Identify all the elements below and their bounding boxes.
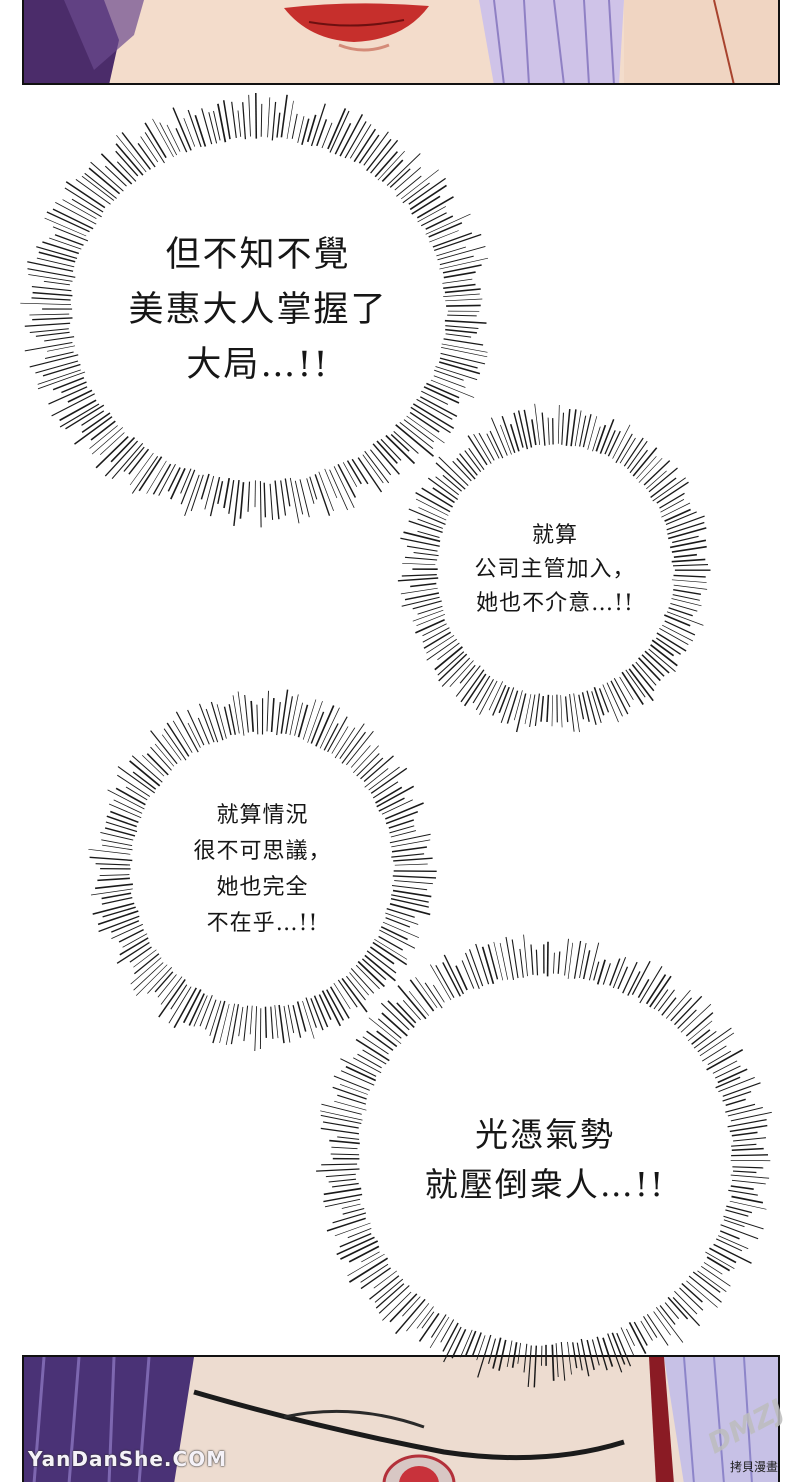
speech-bubble-small-3: 就算情況 很不可思議， 她也完全 不在乎…!! <box>85 685 440 1055</box>
spiky-burst-outline <box>397 403 711 733</box>
bubble-text-3: 就算情況 很不可思議， 她也完全 不在乎…!! <box>85 685 440 1055</box>
spiky-burst-outline <box>316 934 772 1388</box>
speech-bubble-small-2: 就算 公司主管加入， 她也不介意…!! <box>395 400 715 740</box>
spiky-burst-outline <box>20 92 489 528</box>
bubble-line: 她也不介意…!! <box>476 591 634 616</box>
speech-bubble-large-1: 但不知不覺 美惠大人掌握了 大局…!! <box>18 90 498 530</box>
top-comic-panel <box>22 0 780 85</box>
bubble-text-2: 就算 公司主管加入， 她也不介意…!! <box>395 400 715 740</box>
bottom-comic-panel <box>22 1355 780 1482</box>
bubble-line: 美惠大人掌握了 <box>128 289 388 330</box>
bubble-line: 她也完全 <box>216 875 309 900</box>
bubble-line: 就算 <box>531 523 578 548</box>
copy-watermark: 拷貝漫畫 <box>730 1460 779 1474</box>
bubble-line: 就壓倒衆人…!! <box>424 1165 666 1204</box>
spiky-burst-outline <box>88 689 437 1052</box>
bubble-line: 不在乎…!! <box>206 911 319 936</box>
top-panel-art <box>24 0 778 83</box>
bottom-panel-art <box>24 1357 778 1482</box>
bubble-line: 但不知不覺 <box>165 234 351 275</box>
bubble-line: 公司主管加入， <box>474 557 636 582</box>
speech-bubble-large-4: 光憑氣勢 就壓倒衆人…!! <box>310 930 780 1390</box>
bubble-text-4: 光憑氣勢 就壓倒衆人…!! <box>310 930 780 1390</box>
bubble-line: 就算情況 <box>216 803 309 828</box>
bubble-line: 大局…!! <box>186 344 330 385</box>
lips-shape <box>284 3 429 43</box>
bubble-text-1: 但不知不覺 美惠大人掌握了 大局…!! <box>18 90 498 530</box>
site-watermark: YanDanShe.COM <box>28 1447 228 1471</box>
bubble-line: 光憑氣勢 <box>475 1115 615 1154</box>
bubble-line: 很不可思議， <box>193 839 332 864</box>
